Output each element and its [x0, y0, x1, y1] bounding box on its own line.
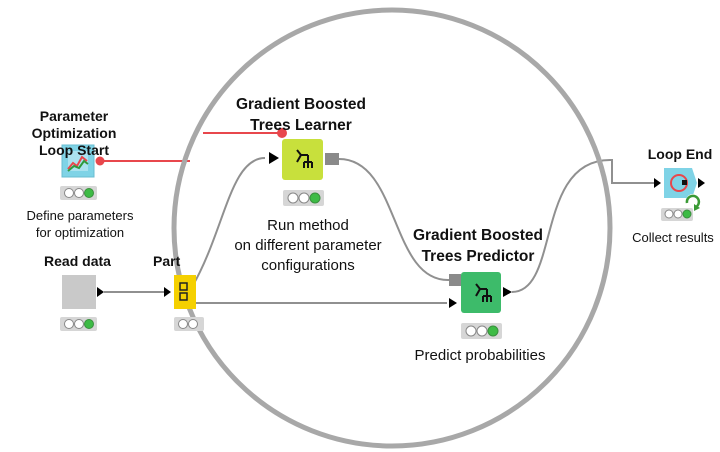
loop-start-node[interactable] [60, 144, 105, 200]
line-chart-icon [67, 151, 89, 172]
model-out-port[interactable] [325, 153, 339, 165]
status-traffic-light [60, 186, 97, 200]
predictor-node-box[interactable] [461, 272, 501, 313]
connection-learner-to-predictor[interactable] [338, 158, 451, 282]
partitioning-title: Part [153, 253, 181, 269]
connection-predictor-to-loop-end[interactable] [511, 159, 654, 293]
input-port[interactable] [449, 298, 457, 308]
read-data-node[interactable] [60, 275, 104, 331]
status-traffic-light [174, 317, 204, 331]
status-traffic-light [661, 208, 693, 221]
predictor-node[interactable] [449, 272, 512, 339]
loop-end-node-box[interactable] [664, 168, 697, 198]
loop-end-node[interactable] [654, 168, 705, 221]
partition-icon [179, 282, 188, 301]
input-port[interactable] [164, 287, 171, 297]
output-port[interactable] [97, 287, 104, 297]
output-port[interactable] [503, 287, 512, 297]
loop-end-title: Loop End [647, 146, 713, 162]
predictor-description: Predict probabilities [414, 347, 546, 364]
model-in-port[interactable] [449, 274, 461, 286]
loop-start-node-box[interactable] [61, 144, 95, 178]
connection-partition-to-learner[interactable] [191, 157, 266, 288]
variable-out-port[interactable] [95, 156, 105, 166]
read-data-node-box[interactable] [62, 275, 96, 309]
refresh-icon [685, 194, 701, 211]
predictor-title: Gradient Boosted Trees Predictor [412, 227, 544, 265]
variable-in-port[interactable] [277, 128, 287, 138]
read-data-title: Read data [44, 253, 111, 269]
tree-icon [475, 283, 492, 302]
input-port[interactable] [654, 178, 661, 188]
status-traffic-light [461, 323, 502, 339]
loop-start-title: Parameter Optimization Loop Start [31, 108, 117, 158]
partitioning-node[interactable] [164, 275, 204, 331]
learner-node[interactable] [269, 128, 339, 206]
status-traffic-light [283, 190, 324, 206]
connections [100, 132, 654, 304]
input-port[interactable] [269, 152, 279, 164]
tree-icon [296, 149, 313, 168]
loop-start-description: Define parameters for optimization [26, 208, 134, 240]
loop-end-description: Collect results [632, 230, 714, 245]
learner-node-box[interactable] [282, 139, 323, 180]
output-port[interactable] [698, 178, 705, 188]
partitioning-node-box[interactable] [174, 275, 196, 309]
status-traffic-light [60, 317, 97, 331]
magnifier-ring [171, 7, 613, 449]
loop-end-icon [670, 174, 688, 192]
learner-title: Gradient Boosted Trees Learner [235, 96, 367, 134]
learner-description: Run method on different parameter config… [234, 217, 382, 274]
